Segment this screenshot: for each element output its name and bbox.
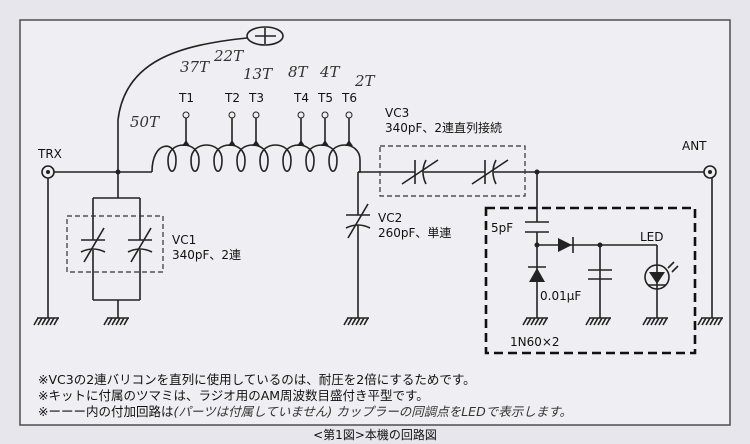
tap-label-t1: T1 [178,91,194,105]
vc1-variable-capacitor [66,172,164,318]
vc3-value: 340pF、2連直列接続 [385,120,502,135]
knob-sketch [117,26,284,172]
vc2-value: 260pF、単連 [378,226,451,240]
tap-point [182,140,190,146]
tap-label-t2: T2 [224,91,240,105]
hand-8t: 8T [288,63,309,81]
tap-point [228,140,236,146]
tap-label-t5: T5 [317,91,333,105]
note-3-handwritten: (パーツは付属していません) カップラーの同調点をLEDで表示します。 [173,404,571,419]
tap-point [321,140,329,146]
ground-icon [343,317,369,326]
ground-icon [697,317,723,326]
tap-label-t3: T3 [248,91,264,105]
diodes-label: 1N60×2 [510,335,560,349]
note-1: ※VC3の2連バリコンを直列に使用しているのは、耐圧を2倍にするためです。 [38,372,476,387]
tap-point [345,140,353,146]
figure-caption: <第1図>本機の回路図 [313,427,437,442]
coil-taps: T1 T2 T3 T4 T5 T6 [178,91,357,146]
tap-label-t4: T4 [293,91,309,105]
tap-point [252,140,260,146]
diagram-frame [19,19,731,426]
note-2: ※キットに付属のツマミは、ラジオ用のAM周波数目盛付き平型です。 [38,388,429,403]
ground-icon [33,317,59,326]
tap-terminal [297,111,305,119]
vc2-variable-capacitor [345,172,371,318]
ground-icon [585,317,611,326]
c-5pf-label: 5pF [491,221,513,235]
note-3-printed: ※ーーー内の付加回路は [38,404,173,419]
hand-50t: 50T [130,113,160,131]
note-3: ※ーーー内の付加回路は(パーツは付属していません) カップラーの同調点をLEDで… [38,404,572,419]
ground-icon [103,317,129,326]
ant-label: ANT [682,139,707,153]
tap-point [297,140,305,146]
hand-37t: 37T [180,58,210,76]
hand-13t: 13T [243,65,273,83]
vc2-name: VC2 [378,211,402,225]
tap-terminal [252,111,260,119]
tap-terminal [345,111,353,119]
vc3-name: VC3 [385,106,409,120]
tap-terminal [228,111,236,119]
ground-symbols [33,317,723,326]
tap-terminal [321,111,329,119]
ant-jack [703,165,717,318]
c-001uf-label: 0.01μF [540,289,581,303]
vc3-variable-capacitor [358,145,704,197]
vc1-value: 340pF、2連 [172,248,241,262]
trx-label: TRX [37,147,62,161]
hand-22t: 22T [213,47,244,65]
tuning-indicator-circuit [484,169,697,355]
hand-2t: 2T [354,72,376,90]
tap-label-t6: T6 [341,91,357,105]
led-label: LED [640,230,664,244]
ground-icon [522,317,548,326]
vc1-name: VC1 [172,233,196,247]
ground-icon [642,317,668,326]
hand-4t: 4T [319,63,341,81]
tap-terminal [182,111,190,119]
